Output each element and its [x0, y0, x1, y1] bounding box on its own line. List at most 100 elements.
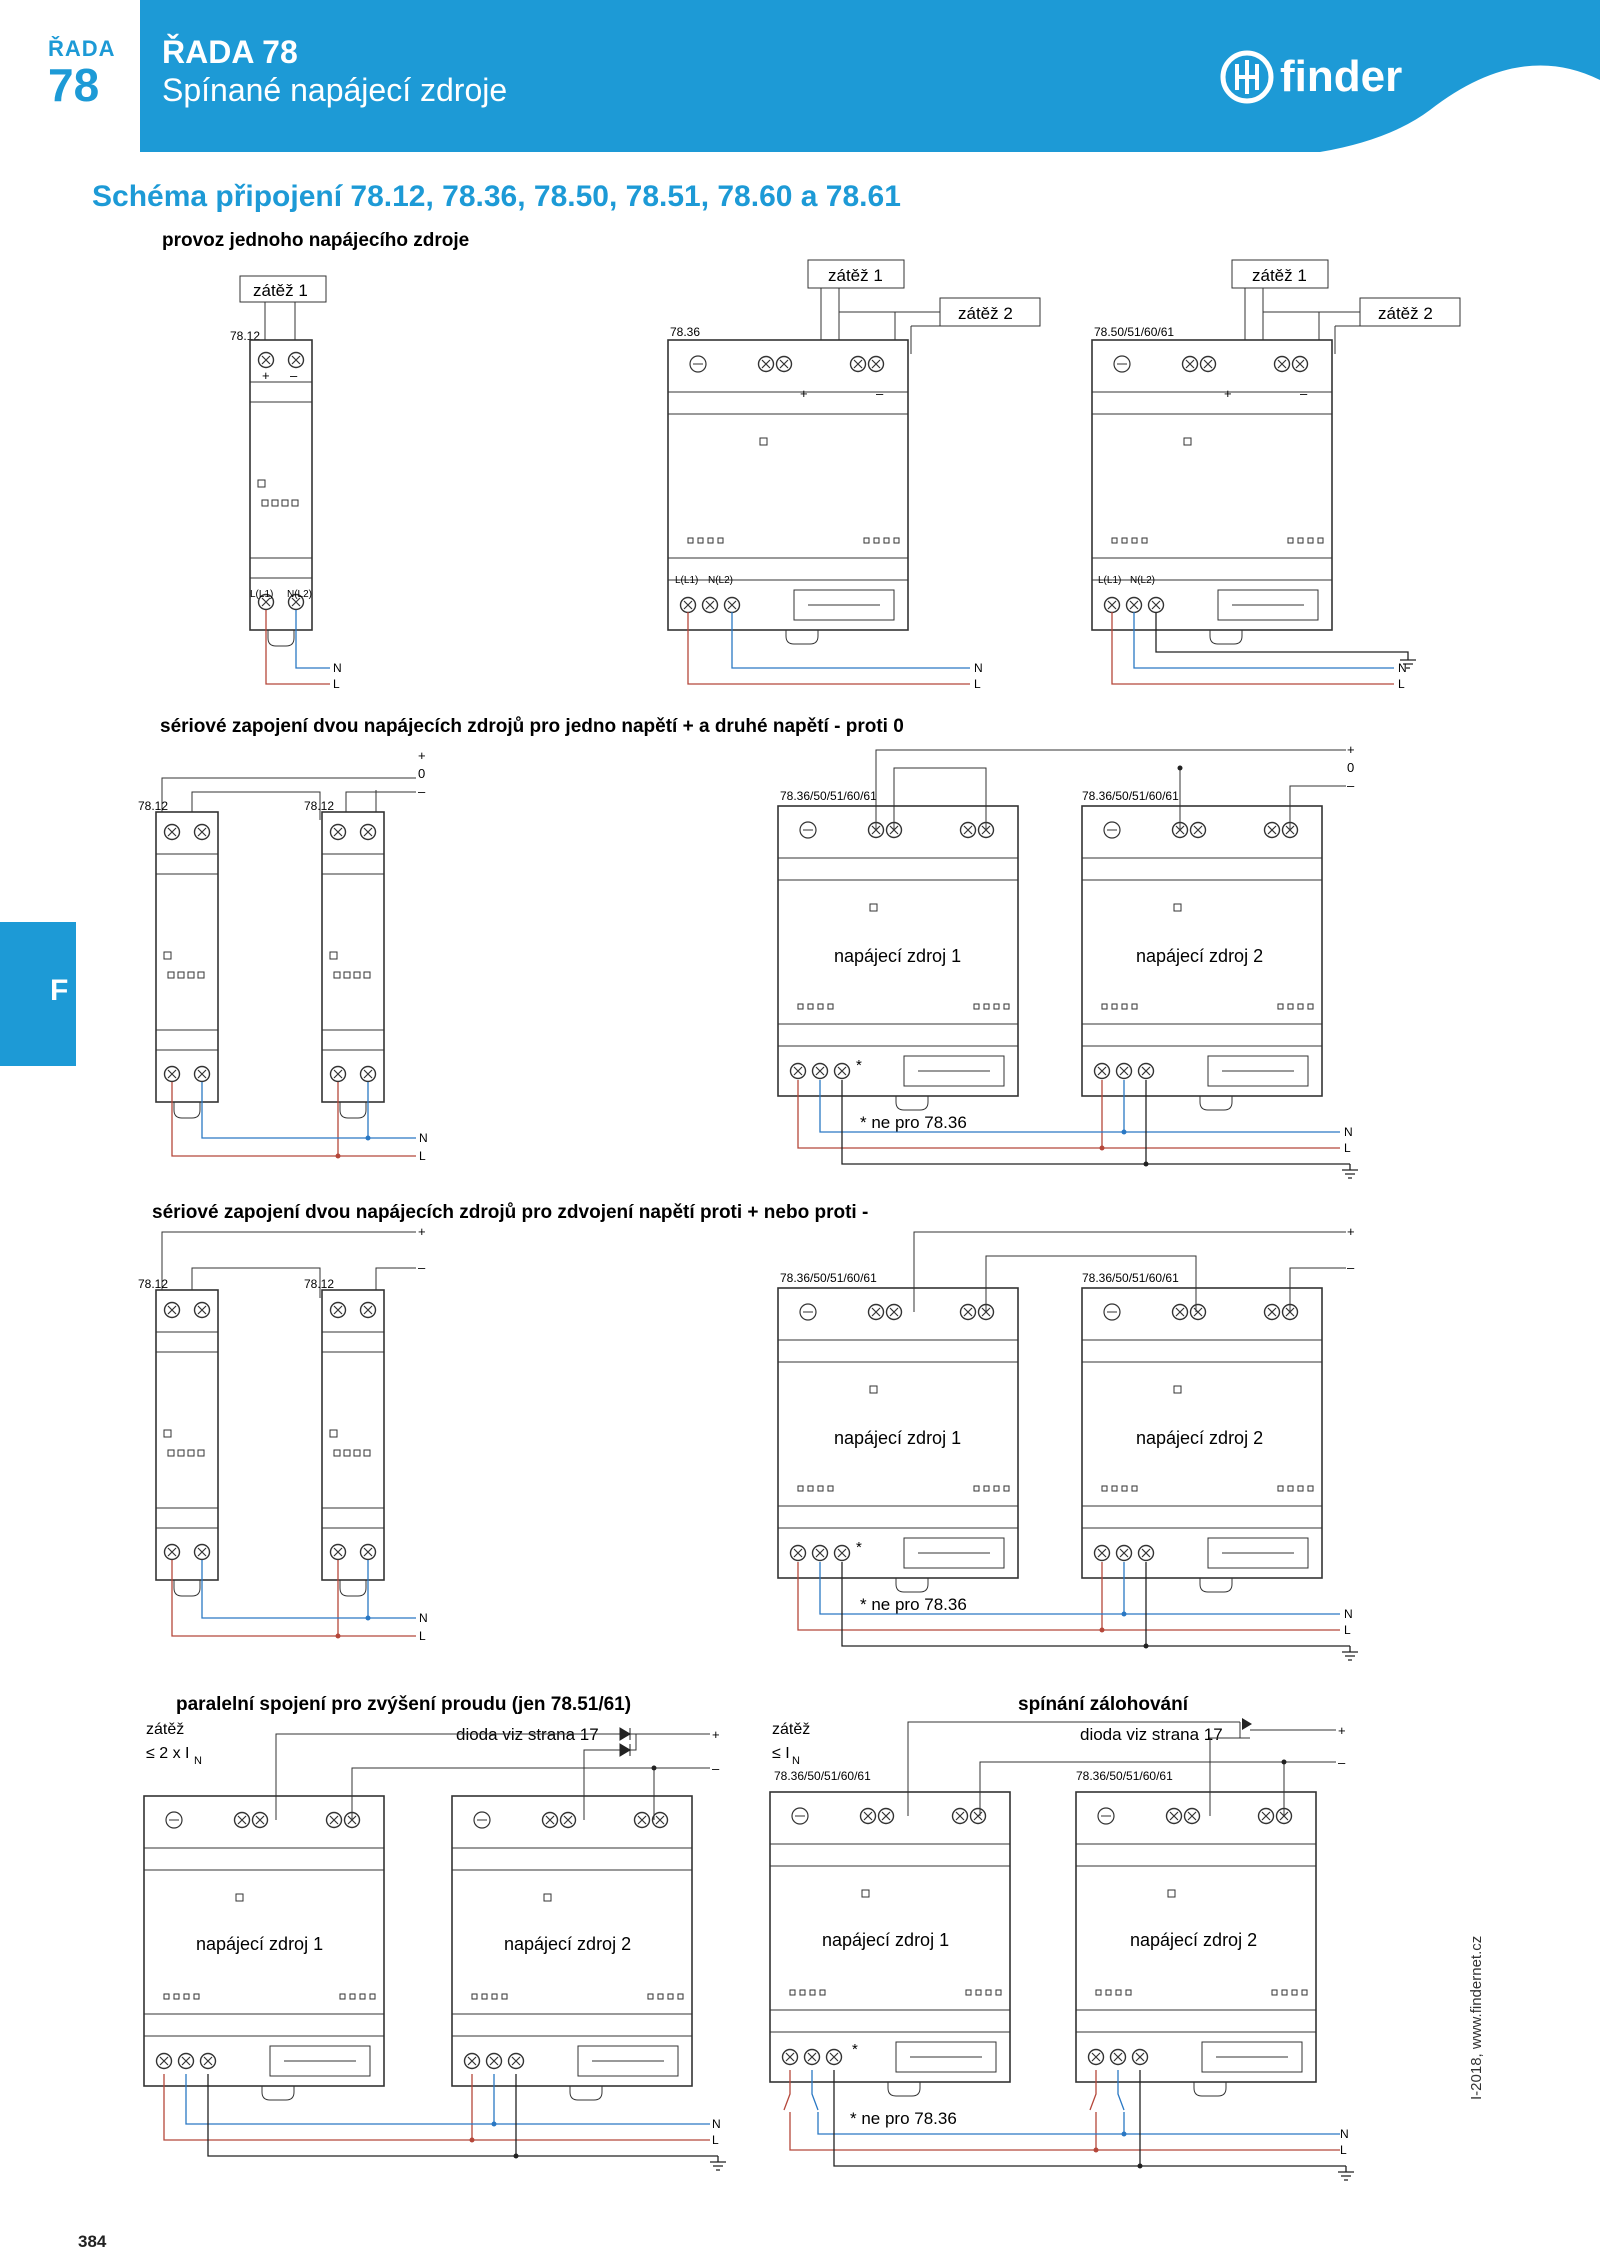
- section-title: Schéma připojení 78.12, 78.36, 78.50, 78…: [92, 180, 901, 213]
- d5-diode: dioda viz strana 17: [1080, 1725, 1223, 1744]
- d5-n: N: [1340, 2127, 1349, 2141]
- d5-l: L: [1340, 2143, 1347, 2157]
- d4-psu1-label: napájecí zdroj 1: [196, 1934, 323, 1954]
- d1-n2: N(L2): [287, 589, 312, 600]
- d1b-n: N: [974, 661, 983, 675]
- d2-l: L: [419, 1149, 426, 1163]
- d4-load-current: ≤ 2 x I: [146, 1745, 189, 1762]
- page-title: ŘADA 78: [162, 34, 298, 70]
- d2-heading: sériové zapojení dvou napájecích zdrojů …: [160, 716, 904, 737]
- d5-load-current: ≤ I: [772, 1745, 790, 1762]
- d1c-l: L: [1398, 677, 1405, 691]
- d3-plus: +: [418, 1224, 426, 1239]
- series-number: 78: [48, 59, 100, 111]
- d1-load2-box-c: [1359, 297, 1461, 327]
- d1b-n2: N(L2): [708, 575, 733, 586]
- d1-load2-b: zátěž 2: [958, 304, 1013, 323]
- d5-star: *: [852, 2041, 858, 2058]
- series-label: ŘADA: [48, 36, 116, 61]
- d3b-n: N: [1344, 1607, 1353, 1621]
- d2b-n: N: [1344, 1125, 1353, 1139]
- d1-l: L: [333, 677, 340, 691]
- d2-note: * ne pro 78.36: [860, 1113, 967, 1132]
- d1-heading: provoz jednoho napájecího zdroje: [162, 230, 469, 251]
- d2-psu-7812-1: [156, 812, 218, 1118]
- d2b-minus: –: [1347, 778, 1355, 793]
- d2-plus: +: [418, 748, 426, 763]
- d3-heading: sériové zapojení dvou napájecích zdrojů …: [152, 1202, 868, 1223]
- d3b-l: L: [1344, 1623, 1351, 1637]
- d1-minus: –: [290, 368, 298, 383]
- d3-l: L: [419, 1629, 426, 1643]
- d4-heading: paralelní spojení pro zvýšení proudu (je…: [176, 1694, 631, 1715]
- d3b-plus: +: [1347, 1224, 1355, 1239]
- d1-psu-7812: [250, 340, 312, 646]
- d3b-minus: –: [1347, 1260, 1355, 1275]
- d2b-zero: 0: [1347, 760, 1354, 775]
- d2-psu2-label: napájecí zdroj 2: [1136, 946, 1263, 966]
- side-tab: F: [0, 922, 76, 1066]
- d3-psu1-label: napájecí zdroj 1: [834, 1428, 961, 1448]
- d3-model-b2: 78.36/50/51/60/61: [1082, 1271, 1179, 1285]
- d2-model-b1: 78.36/50/51/60/61: [780, 789, 877, 803]
- d2-minus: –: [418, 784, 426, 799]
- d4-psu2-label: napájecí zdroj 2: [504, 1934, 631, 1954]
- d2-model-b2: 78.36/50/51/60/61: [1082, 789, 1179, 803]
- d1-plus: +: [262, 368, 270, 383]
- page-subtitle: Spínané napájecí zdroje: [162, 72, 508, 108]
- d1c-plus: +: [1224, 386, 1232, 401]
- d1c-n: N: [1398, 661, 1407, 675]
- d1-load1-c: zátěž 1: [1252, 266, 1307, 285]
- d3-psu-7812-2: [322, 1290, 384, 1596]
- logo-text: finder: [1280, 52, 1403, 101]
- d3-n: N: [419, 1611, 428, 1625]
- d1c-minus: –: [1300, 386, 1308, 401]
- header-band: [140, 0, 1600, 152]
- finder-logo-icon: [1220, 50, 1274, 104]
- d2-psu-7812-2: [322, 812, 384, 1118]
- d3-psu-7812-1: [156, 1290, 218, 1596]
- d2b-plus: +: [1347, 742, 1355, 757]
- d2-zero: 0: [418, 766, 425, 781]
- d1b-minus: –: [876, 386, 884, 401]
- finder-logo: finder: [1220, 50, 1402, 104]
- d1b-plus: +: [800, 386, 808, 401]
- d5-psu1-label: napájecí zdroj 1: [822, 1930, 949, 1950]
- d3-psu2-label: napájecí zdroj 2: [1136, 1428, 1263, 1448]
- d1-load1-b: zátěž 1: [828, 266, 883, 285]
- d3-minus: –: [418, 1260, 426, 1275]
- d1-load1-box-a: [239, 275, 327, 303]
- d3-model-a2: 78.12: [304, 1277, 334, 1291]
- d1-load1-box-b: [807, 259, 905, 289]
- d4-plus: +: [712, 1727, 720, 1742]
- d5-plus: +: [1338, 1723, 1346, 1738]
- d1b-l1: L(L1): [675, 575, 698, 586]
- d5-minus: –: [1338, 1755, 1346, 1770]
- d1-model-b: 78.36: [670, 325, 700, 339]
- d4-load: zátěž: [146, 1721, 184, 1738]
- d4-l: L: [712, 2133, 719, 2147]
- header-left: ŘADA 78: [0, 0, 140, 150]
- d1-l1: L(L1): [250, 589, 273, 600]
- d5-note: * ne pro 78.36: [850, 2109, 957, 2128]
- page-number: 384: [78, 2232, 107, 2251]
- d1-psu-7850: [1092, 340, 1332, 644]
- d5-load: zátěž: [772, 1721, 810, 1738]
- d1-model-c: 78.50/51/60/61: [1094, 325, 1174, 339]
- d1c-l1: L(L1): [1098, 575, 1121, 586]
- d2b-l: L: [1344, 1141, 1351, 1155]
- d5-model-1: 78.36/50/51/60/61: [774, 1769, 871, 1783]
- d1-load1-a: zátěž 1: [253, 281, 308, 300]
- d2-model-a2: 78.12: [304, 799, 334, 813]
- d5-load-sub: N: [792, 1755, 800, 1767]
- d3-model-b1: 78.36/50/51/60/61: [780, 1271, 877, 1285]
- d4-n: N: [712, 2117, 721, 2131]
- d5-psu2-label: napájecí zdroj 2: [1130, 1930, 1257, 1950]
- d1-psu-7836: [668, 340, 908, 644]
- d2-n: N: [419, 1131, 428, 1145]
- d2-psu1-label: napájecí zdroj 1: [834, 946, 961, 966]
- d1b-l: L: [974, 677, 981, 691]
- d3-star: *: [856, 1539, 862, 1556]
- d1-load2-c: zátěž 2: [1378, 304, 1433, 323]
